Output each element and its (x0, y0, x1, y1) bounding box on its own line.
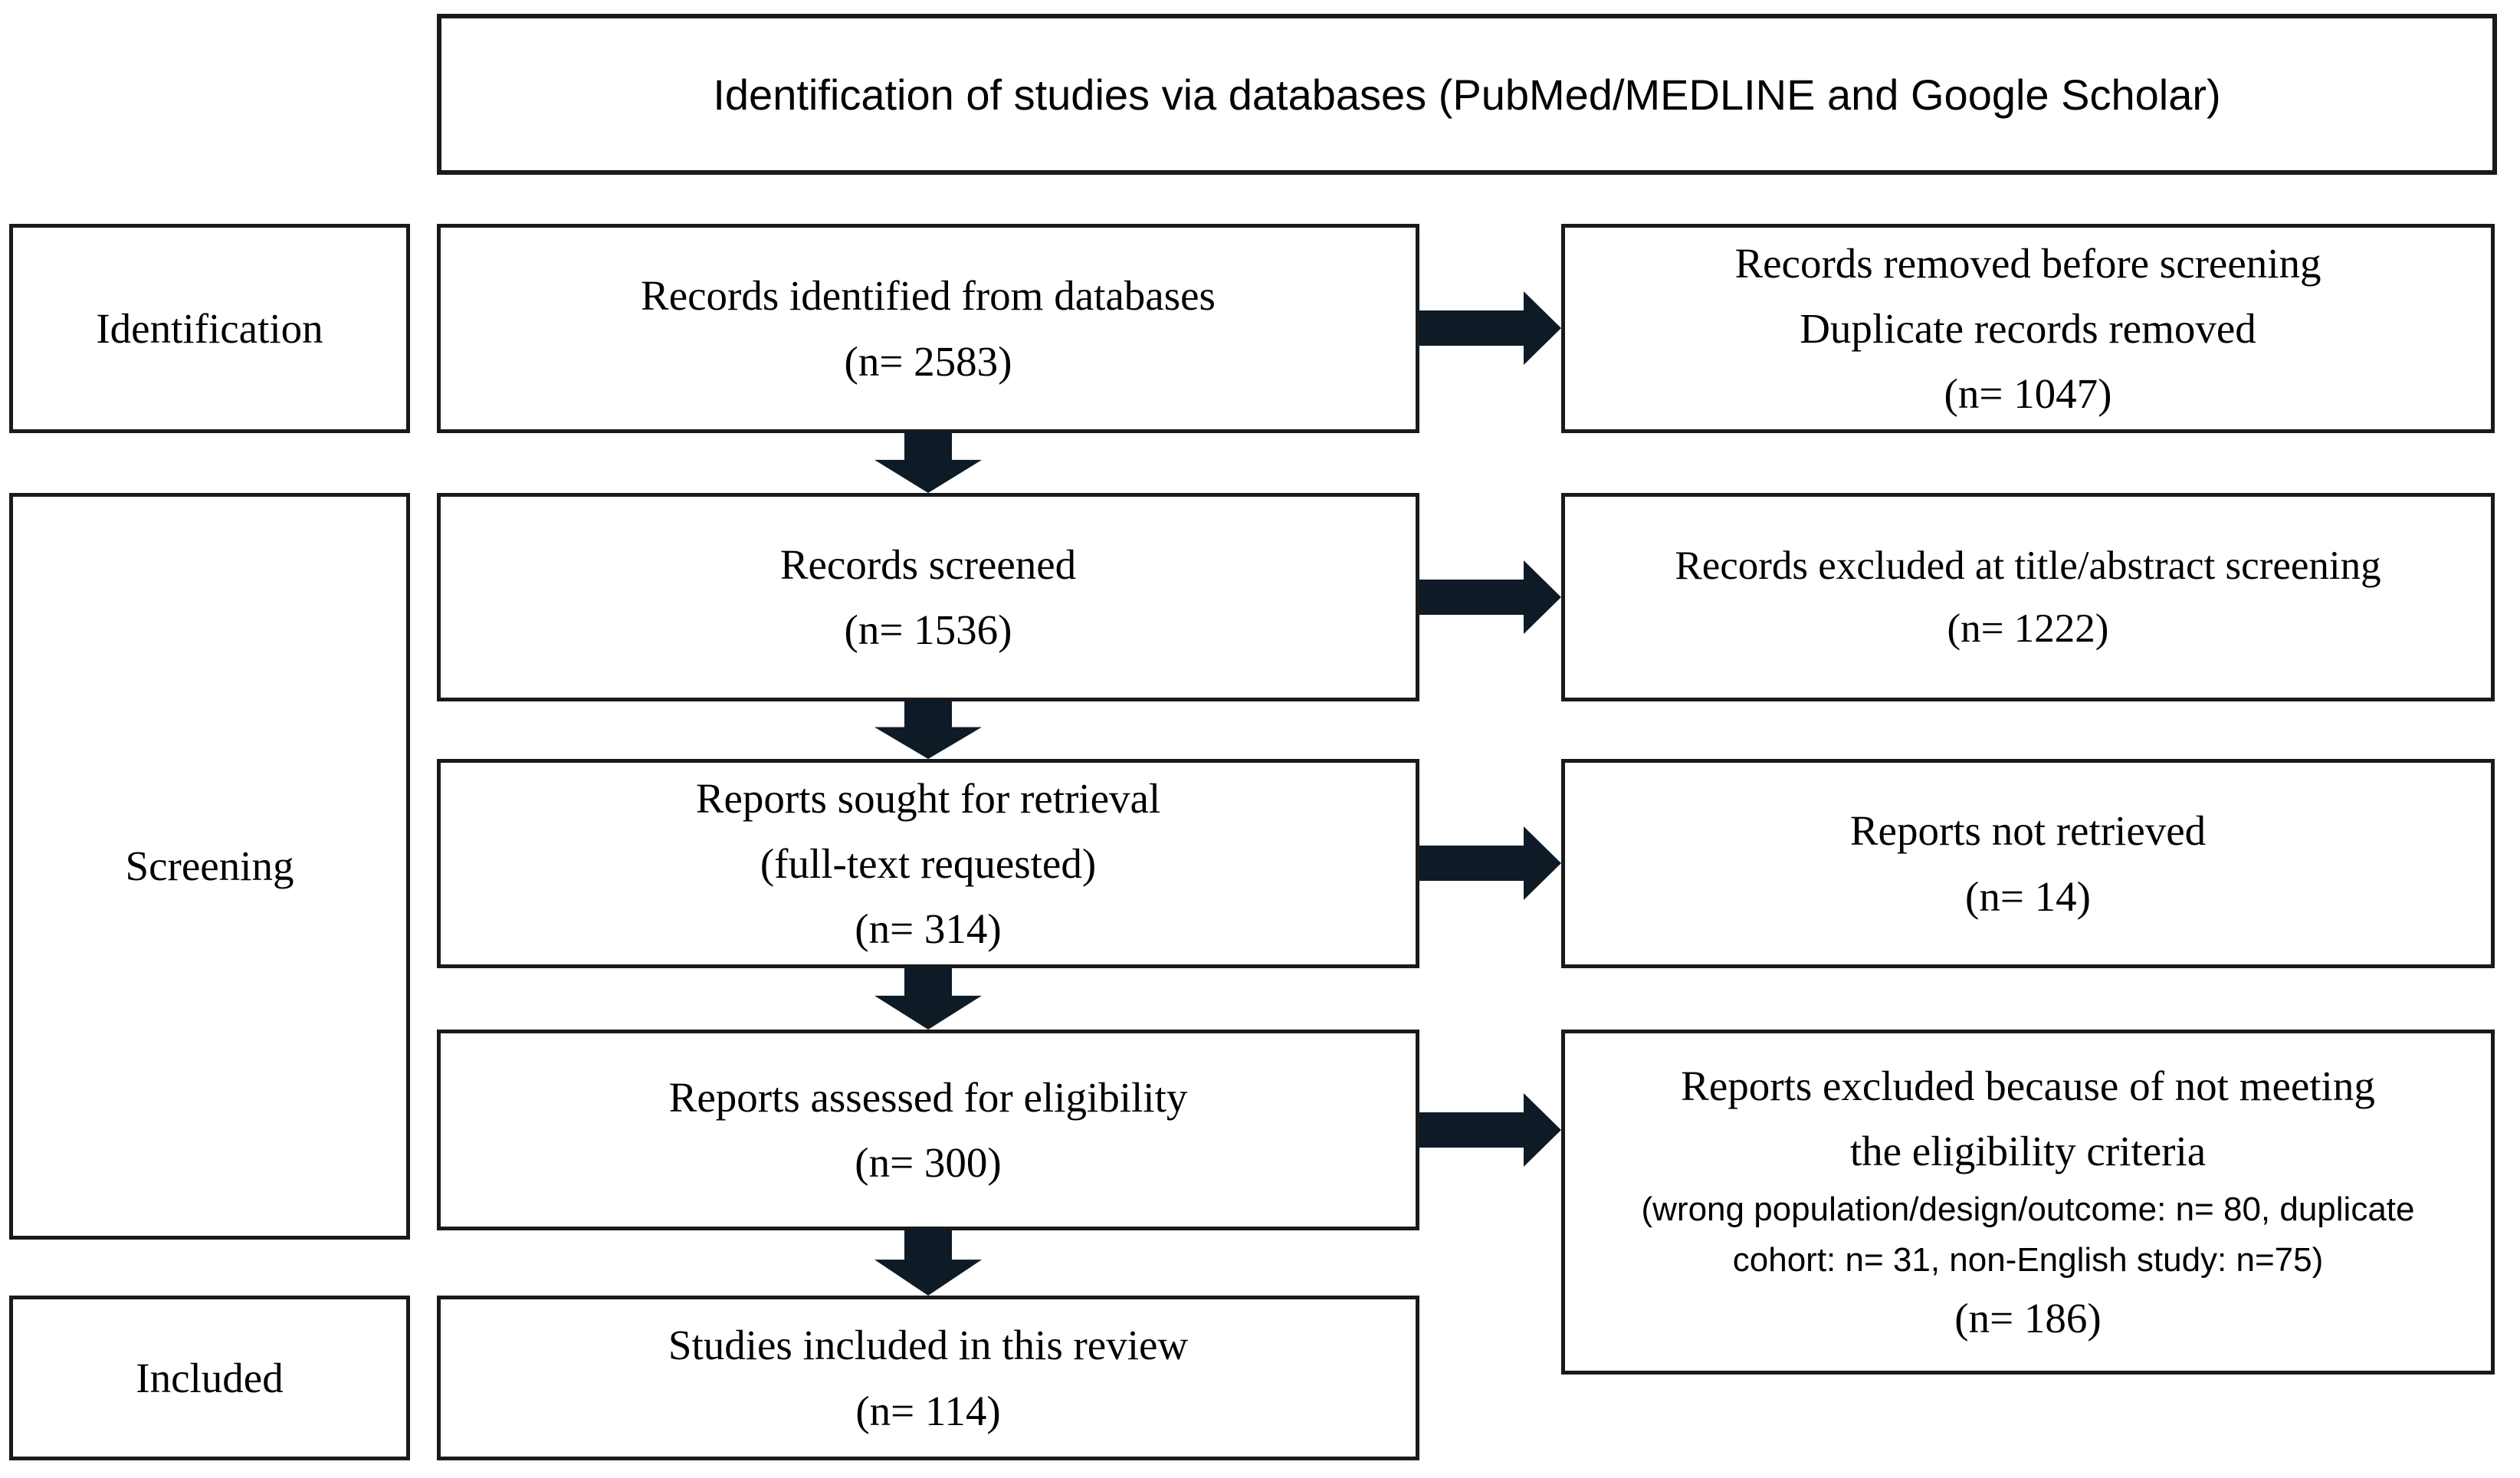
diagram-title: Identification of studies via databases … (713, 70, 2221, 119)
exclusion-box-not-retrieved: Reports not retrieved (n= 14) (1561, 759, 2495, 968)
arrow-down-icon (874, 967, 982, 1030)
exclusion-box-line: Reports not retrieved (1849, 807, 2207, 855)
flow-box-count: (n= 300) (855, 1139, 1002, 1186)
stage-label-text: Identification (96, 304, 323, 352)
flow-box-line: Reports assessed for eligibility (668, 1073, 1188, 1121)
stage-label-screening: Screening (9, 493, 410, 1240)
flow-box-records-identified: Records identified from databases (n= 25… (437, 224, 1419, 433)
arrow-down-icon (874, 700, 982, 759)
flow-box-count: (n= 114) (855, 1387, 1001, 1434)
diagram-title-box: Identification of studies via databases … (437, 14, 2497, 175)
flow-box-reports-sought: Reports sought for retrieval (full-text … (437, 759, 1419, 968)
flow-box-line: Records identified from databases (641, 272, 1216, 320)
flow-box-count: (n= 1536) (844, 606, 1012, 653)
arrow-right-icon (1419, 560, 1561, 634)
arrow-down-icon (874, 1229, 982, 1296)
flow-box-line: Records screened (779, 540, 1077, 588)
exclusion-box-line: Records excluded at title/abstract scree… (1675, 543, 2381, 588)
exclusion-box-detail-line: cohort: n= 31, non-English study: n=75) (1732, 1240, 2324, 1279)
exclusion-box-line: Records removed before screening (1734, 239, 2321, 287)
flow-box-line: Reports sought for retrieval (695, 774, 1161, 822)
exclusion-box-line: the eligibility criteria (1849, 1128, 2207, 1175)
exclusion-box-eligibility-criteria: Reports excluded because of not meeting … (1561, 1030, 2495, 1375)
flow-box-records-screened: Records screened (n= 1536) (437, 493, 1419, 701)
stage-label-text: Screening (125, 842, 294, 890)
stage-label-text: Included (136, 1354, 284, 1401)
arrow-right-icon (1419, 826, 1561, 900)
stage-label-identification: Identification (9, 224, 410, 433)
exclusion-box-count: (n= 1047) (1944, 370, 2112, 418)
flow-box-line: Studies included in this review (668, 1322, 1189, 1369)
exclusion-box-removed-before-screening: Records removed before screening Duplica… (1561, 224, 2495, 433)
flow-box-line: (full-text requested) (760, 839, 1097, 887)
arrow-down-icon (874, 432, 982, 493)
exclusion-box-detail-line: (wrong population/design/outcome: n= 80,… (1641, 1190, 2415, 1228)
flow-box-count: (n= 2583) (844, 337, 1012, 385)
flow-box-count: (n= 314) (855, 905, 1002, 953)
arrow-right-icon (1419, 1093, 1561, 1167)
exclusion-box-count: (n= 1222) (1947, 606, 2109, 651)
flow-box-reports-assessed: Reports assessed for eligibility (n= 300… (437, 1030, 1419, 1230)
stage-label-included: Included (9, 1296, 410, 1460)
exclusion-box-excluded-title-abstract: Records excluded at title/abstract scree… (1561, 493, 2495, 701)
flow-box-studies-included: Studies included in this review (n= 114) (437, 1296, 1419, 1460)
exclusion-box-line: Duplicate records removed (1800, 304, 2256, 352)
arrow-right-icon (1419, 291, 1561, 365)
exclusion-box-count: (n= 186) (1954, 1294, 2102, 1342)
exclusion-box-count: (n= 14) (1965, 872, 2091, 920)
exclusion-box-line: Reports excluded because of not meeting (1681, 1063, 2375, 1110)
